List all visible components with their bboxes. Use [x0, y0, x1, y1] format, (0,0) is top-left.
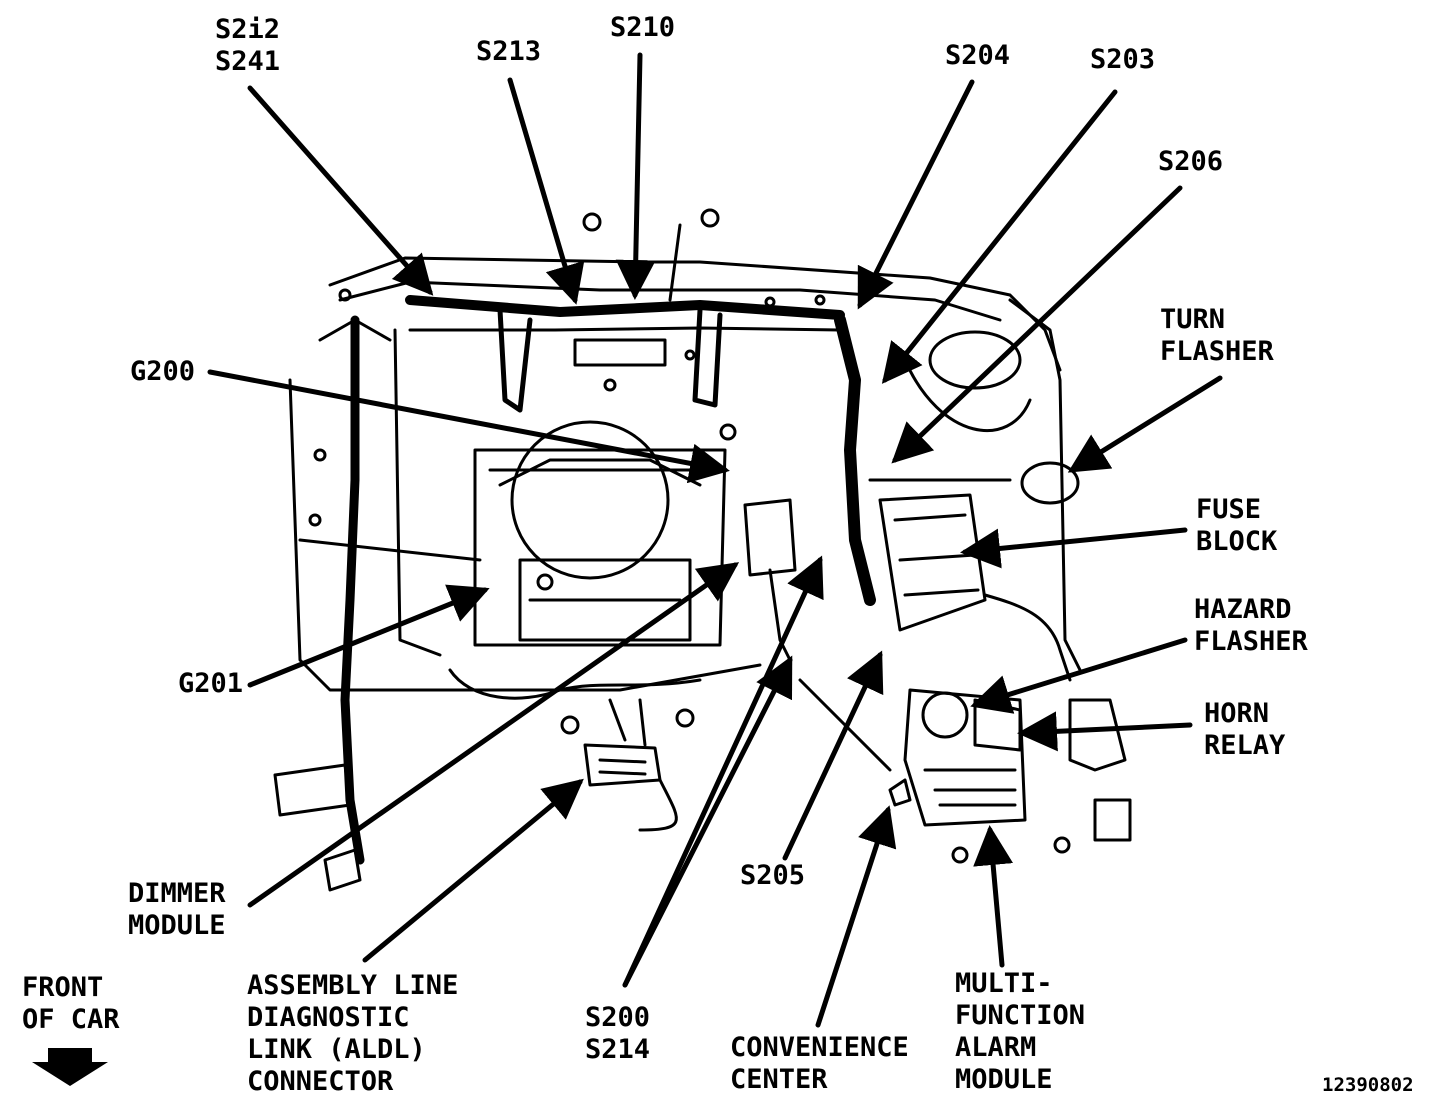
arrow-hazard-flasher [970, 637, 1188, 714]
label-s203: S203 [1090, 44, 1156, 75]
label-hazard: HAZARD [1194, 594, 1292, 625]
figure-number: 12390802 [1322, 1074, 1414, 1096]
label-s210: S210 [610, 12, 676, 43]
label-multifunction-alarm-module: MULTI- FUNCTION ALARM MODULE [955, 968, 1085, 1096]
instrument-panel-drawing [273, 208, 1132, 892]
label-s206: S206 [1158, 146, 1224, 177]
label-front: FRONT [22, 972, 104, 1003]
label-g201: G201 [178, 668, 244, 699]
label-module-alarm: MODULE [955, 1064, 1053, 1095]
label-s241: S241 [215, 46, 281, 77]
label-s212: S2i2 [215, 14, 281, 45]
label-aldl-line1: ASSEMBLY LINE [247, 970, 459, 1001]
label-turn: TURN [1160, 304, 1226, 335]
label-relay: RELAY [1204, 730, 1286, 761]
label-fuse: FUSE [1196, 494, 1262, 525]
label-dimmer: DIMMER [128, 878, 226, 909]
arrow-multifunction-alarm [973, 825, 1014, 968]
label-s200: S200 [585, 1002, 651, 1033]
arrow-s210 [615, 52, 656, 300]
label-of-car: OF CAR [22, 1004, 120, 1035]
label-aldl-connector: ASSEMBLY LINE DIAGNOSTIC LINK (ALDL) CON… [247, 970, 458, 1098]
arrow-s203 [881, 89, 1118, 384]
label-s200-s214: S200 S214 [585, 1002, 650, 1066]
label-aldl-line2: DIAGNOSTIC [247, 1002, 410, 1033]
label-dimmer-module: DIMMER MODULE [128, 878, 226, 942]
label-aldl-line4: CONNECTOR [247, 1066, 394, 1097]
label-horn: HORN [1204, 698, 1270, 729]
label-s205: S205 [740, 860, 806, 891]
arrow-convenience-center [815, 805, 897, 1028]
label-front-of-car: FRONT OF CAR [22, 972, 120, 1036]
arrow-s205 [782, 650, 884, 861]
arrow-s200-s214-a [622, 555, 824, 988]
label-alarm: ALARM [955, 1032, 1037, 1063]
label-g200: G200 [130, 356, 196, 387]
arrow-s200-s214-b [622, 655, 793, 988]
label-block: BLOCK [1196, 526, 1278, 557]
arrow-s206 [891, 185, 1183, 464]
arrow-fuse-block [960, 527, 1188, 569]
arrow-s204 [857, 79, 975, 310]
label-center: CENTER [730, 1064, 828, 1095]
arrow-s213 [507, 77, 585, 305]
arrow-g201 [247, 584, 490, 688]
arrow-dimmer-module [247, 562, 740, 908]
label-aldl-line3: LINK (ALDL) [247, 1034, 426, 1065]
arrow-aldl [362, 778, 584, 963]
label-function: FUNCTION [955, 1000, 1086, 1031]
arrow-turn-flasher [1067, 375, 1223, 473]
label-module: MODULE [128, 910, 226, 941]
label-s212-s241: S2i2 S241 [215, 14, 280, 78]
label-convenience: CONVENIENCE [730, 1032, 909, 1063]
label-turn-flasher: TURN FLASHER [1160, 304, 1274, 368]
arrow-g200 [207, 369, 730, 484]
arrow-s212-s241 [247, 85, 434, 296]
label-convenience-center: CONVENIENCE CENTER [730, 1032, 909, 1096]
label-fuse-block: FUSE BLOCK [1196, 494, 1277, 558]
callout-arrows [207, 52, 1223, 1028]
label-hazard-flasher: HAZARD FLASHER [1194, 594, 1308, 658]
down-arrow-icon [32, 1048, 108, 1086]
arrow-horn-relay [1017, 711, 1193, 752]
label-multi: MULTI- [955, 968, 1053, 999]
label-s213: S213 [476, 36, 542, 67]
label-s214: S214 [585, 1034, 651, 1065]
label-horn-relay: HORN RELAY [1204, 698, 1285, 762]
label-hazard-flasher-word: FLASHER [1194, 626, 1308, 657]
label-flasher: FLASHER [1160, 336, 1274, 367]
label-s204: S204 [945, 40, 1011, 71]
